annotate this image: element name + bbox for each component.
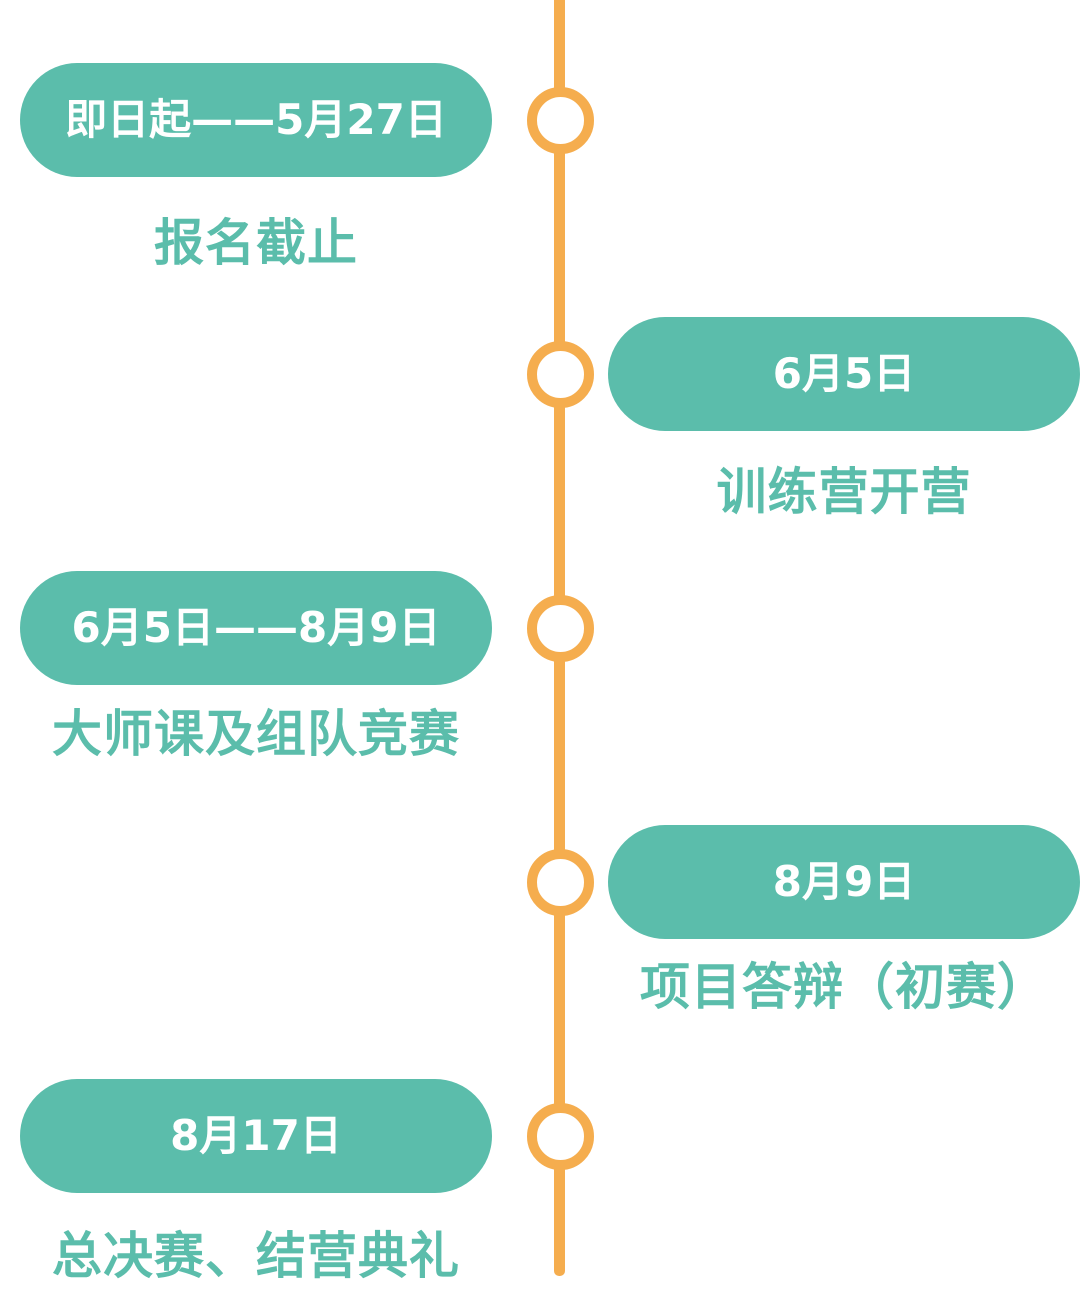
event-1-date-pill: 即日起——5月27日 (20, 63, 492, 177)
event-5-title: 总决赛、结营典礼 (52, 1227, 460, 1285)
event-3-title: 大师课及组队竞赛 (52, 705, 460, 763)
event-2-date-pill: 6月5日 (608, 317, 1080, 431)
timeline-node-2 (527, 341, 594, 408)
timeline-node-3 (527, 595, 594, 662)
event-5-date-pill: 8月17日 (20, 1079, 492, 1193)
event-1-title: 报名截止 (154, 214, 358, 272)
event-2-title: 训练营开营 (716, 463, 972, 521)
event-4-date-pill: 8月9日 (608, 825, 1080, 939)
timeline-node-1 (527, 87, 594, 154)
timeline-node-5 (527, 1103, 594, 1170)
timeline-node-4 (527, 849, 594, 916)
event-4-title: 项目答辩（初赛） (640, 958, 1048, 1016)
event-3-date-pill: 6月5日——8月9日 (20, 571, 492, 685)
